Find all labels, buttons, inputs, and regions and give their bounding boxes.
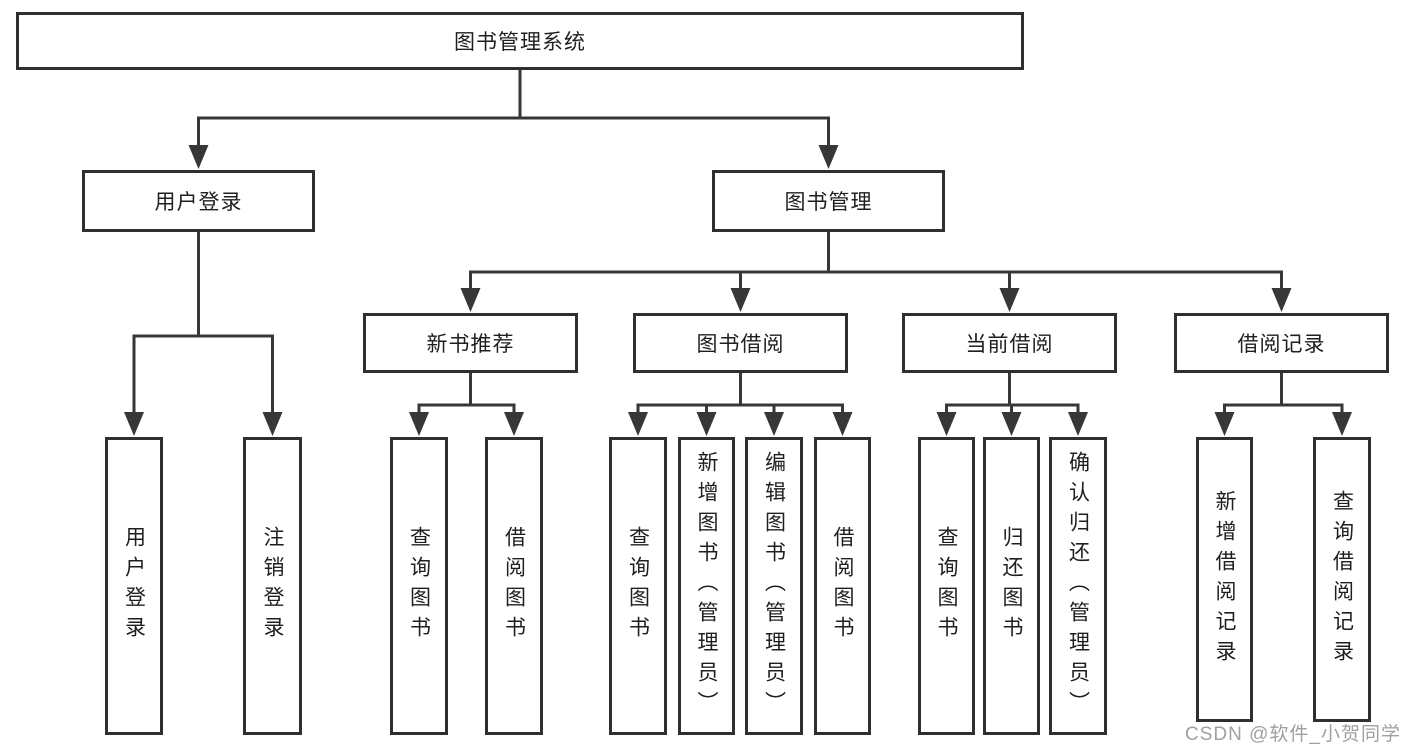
leaf-label: 借阅图书	[502, 526, 526, 646]
leaf-label: 查询图书	[935, 526, 958, 646]
leaf-label: 用户登录	[122, 526, 146, 646]
leaf-borrow-books-recommend: 借阅图书	[485, 437, 543, 735]
arrowheads	[124, 145, 1352, 436]
leaf-return-book: 归还图书	[983, 437, 1040, 735]
leaf-label: 查询图书	[407, 526, 431, 646]
leaf-label: 查询借阅记录	[1330, 489, 1354, 670]
leaf-label: 新增借阅记录	[1213, 489, 1236, 670]
leaf-add-book-admin: 新增图书（管理员）	[678, 437, 735, 735]
leaf-label: 新增图书（管理员）	[695, 451, 718, 721]
leaf-query-books-borrowing: 查询图书	[609, 437, 667, 735]
leaf-logout: 注销登录	[243, 437, 302, 735]
leaf-label: 确认归还（管理员）	[1066, 451, 1090, 721]
csdn-watermark: CSDN @软件_小贺同学	[1185, 724, 1401, 745]
leaf-edit-book-admin: 编辑图书（管理员）	[745, 437, 803, 735]
leaf-user-login: 用户登录	[105, 437, 163, 735]
leaf-confirm-return-admin: 确认归还（管理员）	[1049, 437, 1107, 735]
leaf-query-books-current: 查询图书	[918, 437, 975, 735]
leaf-add-borrow-record: 新增借阅记录	[1196, 437, 1253, 722]
leaf-borrow-books-borrowing: 借阅图书	[814, 437, 871, 735]
node-new-book-recommendation: 新书推荐	[363, 313, 578, 373]
leaf-label: 注销登录	[261, 526, 284, 646]
leaf-query-books-recommend: 查询图书	[390, 437, 448, 735]
leaf-label: 查询图书	[626, 526, 650, 646]
leaf-label: 编辑图书（管理员）	[762, 451, 786, 721]
node-borrowing-records: 借阅记录	[1174, 313, 1389, 373]
node-system-root: 图书管理系统	[16, 12, 1024, 70]
leaf-label: 归还图书	[1000, 526, 1023, 646]
node-book-borrowing: 图书借阅	[633, 313, 848, 373]
node-book-management: 图书管理	[712, 170, 945, 232]
leaf-label: 借阅图书	[831, 526, 854, 646]
node-current-borrowing: 当前借阅	[902, 313, 1117, 373]
leaf-query-borrow-record: 查询借阅记录	[1313, 437, 1371, 722]
node-user-login: 用户登录	[82, 170, 315, 232]
